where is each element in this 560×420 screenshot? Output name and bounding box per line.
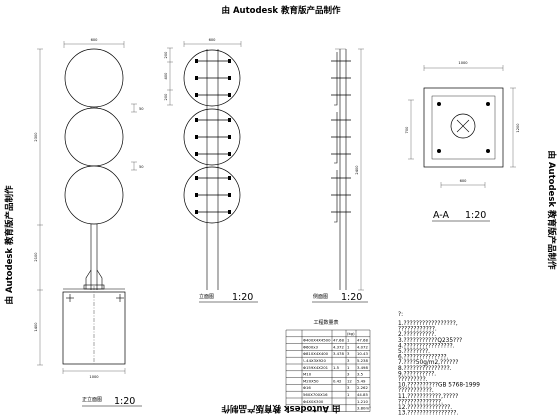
table-cell: 1: [347, 338, 350, 343]
table-cell: Φ810X4X400: [303, 351, 329, 356]
table-cell: Φ159X4X201: [303, 365, 329, 370]
note-line: 8.???????????????.: [398, 366, 452, 372]
side-view-label: 立面图: [199, 293, 214, 300]
table-cell: 3.80m³: [357, 406, 371, 411]
table-cell: Φ400X4X4500: [303, 338, 331, 343]
plan-dim-left: 700: [405, 126, 409, 134]
notes-lines: 1.?????????????????, ????????????.2.????…: [398, 321, 480, 417]
table-title: 工程数量表: [313, 319, 338, 326]
table-cell: 3: [347, 358, 350, 363]
front-dim-lower: 2100: [34, 252, 38, 262]
plan-dim-top: 1000: [458, 61, 468, 65]
note-line: 5.????????.: [398, 349, 430, 355]
section-view-label: 侧面图: [313, 293, 328, 300]
table-cell: 47.68: [357, 338, 368, 343]
table-cell: Φ16: [303, 385, 311, 390]
note-line: 13.????????????????.: [398, 411, 458, 417]
front-dim-base: 1400: [34, 322, 38, 332]
watermark-bottom: 由 Autodesk 教育版产品制作: [221, 403, 341, 414]
side-elevation: 600 200 400 200: [164, 38, 258, 303]
note-line: 4.????????????????.: [398, 343, 455, 349]
table-cell: 1.5: [333, 365, 340, 370]
front-dim-gap1: 50: [139, 107, 144, 111]
disc-2: [64, 107, 124, 167]
watermark-right: 由 Autodesk 教育版产品制作: [546, 150, 557, 270]
table-cell: 1: [347, 392, 350, 397]
front-view-scale: 1:20: [114, 396, 135, 407]
plan-view-label: A-A: [433, 210, 450, 221]
table-cell: 0.42: [333, 378, 342, 383]
table-cell: 44.85: [357, 392, 368, 397]
section-dim-height: 2400: [355, 165, 359, 175]
front-dim-gap2: 50: [139, 165, 144, 169]
watermark-left: 由 Autodesk 教育版产品制作: [4, 185, 15, 305]
disc-3: [64, 165, 124, 225]
notes-block: ?: 1.?????????????????, ????????????.2.?…: [398, 312, 480, 417]
front-dim-total: 2300: [34, 132, 38, 142]
note-line: 3.???????????Q235???: [398, 338, 462, 344]
side-dim-2: 400: [164, 72, 168, 80]
note-line: 7.????50g/m2,??????: [398, 360, 459, 366]
table-cell: Φ4X0X300: [303, 399, 324, 404]
plan-view: 1000 700 1200 600 A-A 1:20: [405, 61, 520, 222]
table-cell: 3: [347, 372, 350, 377]
table-cell: 3.478: [333, 351, 344, 356]
side-view-scale: 1:20: [232, 292, 253, 303]
plan-base-plate: [423, 87, 504, 168]
plan-dim-bottom: 600: [460, 179, 468, 183]
table-cell: Φ600x3: [303, 344, 318, 349]
side-dim-1: 200: [164, 51, 168, 59]
section-view-scale: 1:20: [341, 292, 362, 303]
note-line: 12.??????????????.: [398, 405, 452, 411]
table-cell: 5.238: [357, 358, 368, 363]
note-line: 10.??????????GB 5768-1999: [398, 383, 480, 389]
table-cell: 5.49: [357, 378, 366, 383]
table-cell: 3.5: [357, 372, 364, 377]
note-line: 2.??????????.: [398, 332, 436, 338]
watermark-top: 由 Autodesk 教育版产品制作: [221, 5, 341, 16]
table-grid: [285, 329, 371, 412]
note-line: ???????????.: [398, 388, 434, 394]
side-dim-3: 200: [164, 93, 168, 101]
table-cell: 47.68: [333, 338, 344, 343]
note-line: 1.?????????????????,: [398, 321, 458, 327]
note-line: ??????????????.: [398, 399, 443, 405]
note-line: 11.???????????,?????: [398, 394, 458, 400]
note-line: ?????????.: [398, 377, 428, 383]
table-cell: 1: [347, 365, 350, 370]
table-cell: 12: [347, 378, 352, 383]
table-cell: 2.262: [357, 385, 368, 390]
notes-heading: ?:: [398, 312, 403, 318]
table-cell: 4.072: [357, 344, 368, 349]
table-cell: M20X50: [303, 378, 319, 383]
table-cell: 3: [347, 351, 350, 356]
table-cell: 3: [347, 385, 350, 390]
disc-1: [64, 48, 124, 108]
table-cell: 1: [347, 344, 350, 349]
plan-view-scale: 1:20: [465, 210, 486, 221]
note-line: 6.??????????????.: [398, 355, 449, 361]
table-cell: 3.498: [357, 365, 368, 370]
note-line: ????????????.: [398, 327, 437, 333]
table-cell: 4.372: [333, 344, 344, 349]
side-dim-top: 600: [209, 38, 217, 42]
table-cell: 560X700X16: [303, 392, 328, 397]
table-header-cell: (kg): [347, 331, 355, 336]
section-view: 2400 侧面图 1:20: [312, 48, 368, 303]
front-view-label: 正立面图: [82, 396, 102, 403]
plan-dim-right: 1200: [516, 123, 520, 133]
table-cell: M10: [303, 372, 312, 377]
table-cell: 1.210: [357, 399, 368, 404]
front-dim-top: 600: [91, 38, 99, 42]
front-dim-base-width: 1000: [89, 375, 99, 379]
note-line: 9.??????????.: [398, 371, 436, 377]
front-elevation: 600 2300 2100 1400 50 50: [34, 38, 144, 407]
table-cell: 10.43: [357, 351, 368, 356]
table-cell: ∟44X3X920: [303, 358, 326, 363]
